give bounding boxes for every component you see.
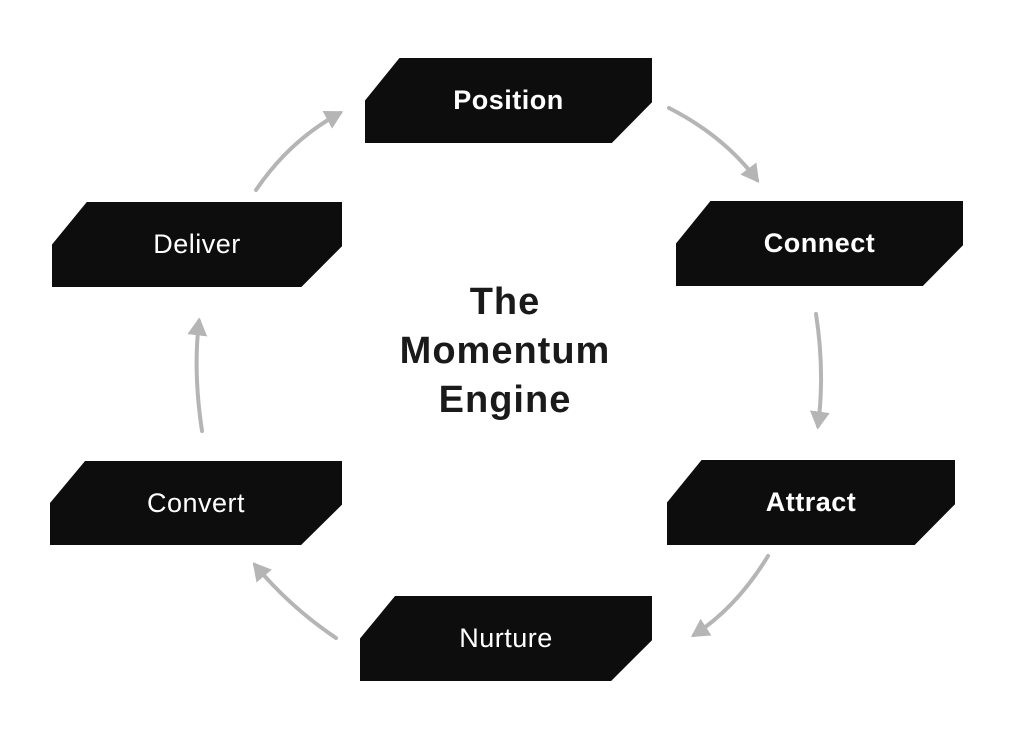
step-banner-attract: Attract [667,460,955,545]
diagram-title: The Momentum Engine [355,278,655,425]
arrow-nurture-to-convert-icon [252,562,338,640]
step-label-attract: Attract [765,487,857,517]
step-banner-connect: Connect [676,201,963,286]
step-label-deliver: Deliver [153,229,241,259]
step-label-connect: Connect [763,228,876,258]
step-banner-position: Position [365,58,652,143]
arrow-convert-to-deliver-icon [187,317,208,433]
step-label-nurture: Nurture [459,623,553,653]
step-banner-nurture: Nurture [360,596,652,681]
arrow-position-to-connect-icon [667,106,760,183]
step-banner-convert: Convert [50,461,342,545]
diagram-title-line: Momentum [399,330,611,372]
arrow-attract-to-nurture-icon [690,554,770,637]
step-banner-deliver: Deliver [52,202,342,287]
diagram-title-line: Engine [438,379,572,421]
step-label-position: Position [453,85,564,115]
arrow-deliver-to-position-icon [254,111,344,192]
step-label-convert: Convert [146,487,246,518]
arrow-connect-to-attract-icon [809,312,830,430]
diagram-title-line: The [469,281,541,323]
